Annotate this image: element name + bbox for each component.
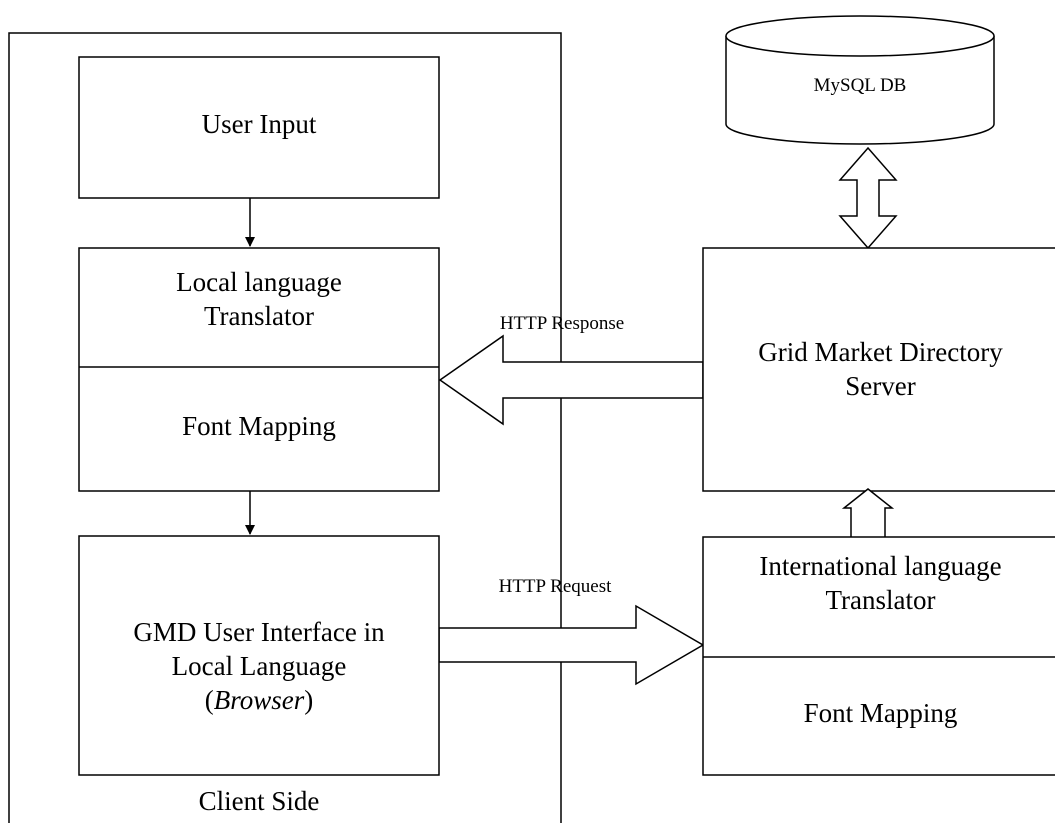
client-side-label: Client Side — [198, 786, 320, 816]
user-input-box — [78, 56, 440, 199]
client-side-boundary — [8, 32, 562, 823]
intl-translator-line1: International language — [759, 551, 1002, 581]
gmd-server-line2: Server — [845, 370, 916, 401]
mysql-db-cylinder — [725, 36, 995, 145]
gmd-ui-paren-close: ) — [304, 684, 314, 715]
gmd-ui-browser: Browser — [213, 684, 305, 715]
gmd-ui-box — [78, 535, 440, 776]
mysql-db-top — [725, 15, 995, 57]
gmd-server-line1: Grid Market Directory — [758, 337, 1003, 367]
db-server-double-arrow — [838, 146, 898, 250]
http-response-arrow — [438, 334, 704, 426]
local-translator-line2: Translator — [203, 300, 314, 331]
local-translator-label: Local language Translator — [79, 266, 439, 334]
http-request-label: HTTP Request — [498, 576, 612, 597]
http-response-label: HTTP Response — [499, 313, 625, 334]
local-translator-line1: Local language — [176, 267, 342, 297]
gmd-ui-line2: Local Language — [171, 650, 347, 681]
gmd-ui-line1: GMD User Interface in — [133, 617, 385, 647]
gmd-ui-paren-open: ( — [204, 684, 214, 715]
user-input-label: User Input — [201, 109, 317, 139]
http-request-arrow — [438, 604, 705, 686]
local-translator-box — [78, 247, 440, 492]
gmd-server-label: Grid Market Directory Server — [703, 336, 1055, 404]
translator-to-server-arrow — [841, 488, 895, 537]
gmd-ui-line3: (Browser) — [79, 684, 439, 718]
gmd-server-box — [702, 247, 1055, 492]
client-font-mapping-label: Font Mapping — [182, 411, 336, 441]
intl-translator-label: International language Translator — [703, 550, 1055, 618]
intl-translator-box — [702, 536, 1055, 776]
intl-translator-line2: Translator — [825, 584, 936, 615]
server-font-mapping-label: Font Mapping — [803, 698, 958, 728]
mysql-db-label: MySQL DB — [813, 75, 907, 96]
gmd-ui-label: GMD User Interface in Local Language (Br… — [79, 616, 439, 717]
